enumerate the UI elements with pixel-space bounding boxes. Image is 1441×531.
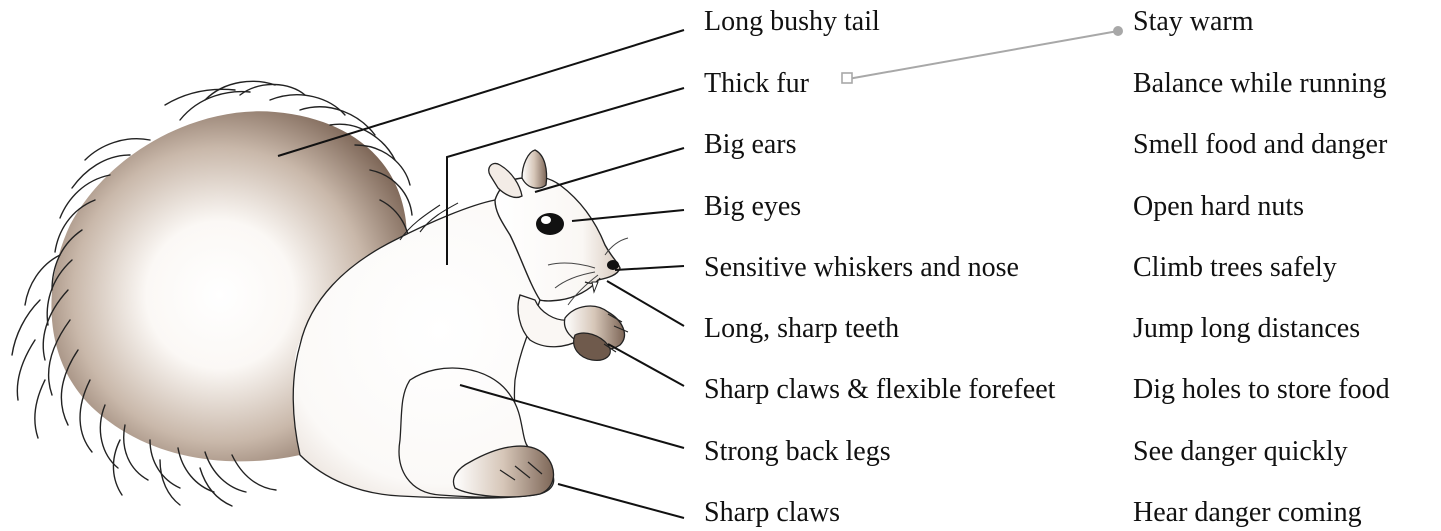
function-see-danger[interactable]: See danger quickly (1133, 436, 1348, 468)
match-start-handle (842, 73, 852, 83)
feature-sharp-claws[interactable]: Sharp claws (704, 497, 840, 529)
feature-thick-fur[interactable]: Thick fur (704, 68, 809, 100)
leader-line-teeth (607, 281, 684, 326)
leader-line-nose (615, 266, 684, 270)
function-dig-holes[interactable]: Dig holes to store food (1133, 374, 1390, 406)
feature-big-eyes[interactable]: Big eyes (704, 191, 801, 223)
feature-claws-and-forefeet[interactable]: Sharp claws & flexible forefeet (704, 374, 1055, 406)
match-end-handle (1113, 26, 1123, 36)
leader-line-forefeet (608, 344, 684, 386)
function-stay-warm[interactable]: Stay warm (1133, 6, 1254, 38)
feature-big-ears[interactable]: Big ears (704, 129, 797, 161)
function-balance[interactable]: Balance while running (1133, 68, 1386, 100)
nose (607, 260, 619, 270)
feature-sharp-teeth[interactable]: Long, sharp teeth (704, 313, 899, 345)
eye (536, 213, 564, 235)
function-jump[interactable]: Jump long distances (1133, 313, 1360, 345)
leader-line-claws (558, 484, 684, 518)
function-climb-trees[interactable]: Climb trees safely (1133, 252, 1337, 284)
feature-long-bushy-tail[interactable]: Long bushy tail (704, 6, 880, 38)
match-line (848, 31, 1118, 79)
leader-line-tail (278, 30, 684, 156)
function-hear-danger[interactable]: Hear danger coming (1133, 497, 1362, 529)
feature-whiskers-and-nose[interactable]: Sensitive whiskers and nose (704, 252, 1019, 284)
leader-line-ears (535, 148, 684, 192)
feature-strong-back-legs[interactable]: Strong back legs (704, 436, 891, 468)
function-smell-food[interactable]: Smell food and danger (1133, 129, 1387, 161)
forefeet (518, 295, 628, 360)
match-connector[interactable] (842, 26, 1123, 83)
function-open-nuts[interactable]: Open hard nuts (1133, 191, 1304, 223)
